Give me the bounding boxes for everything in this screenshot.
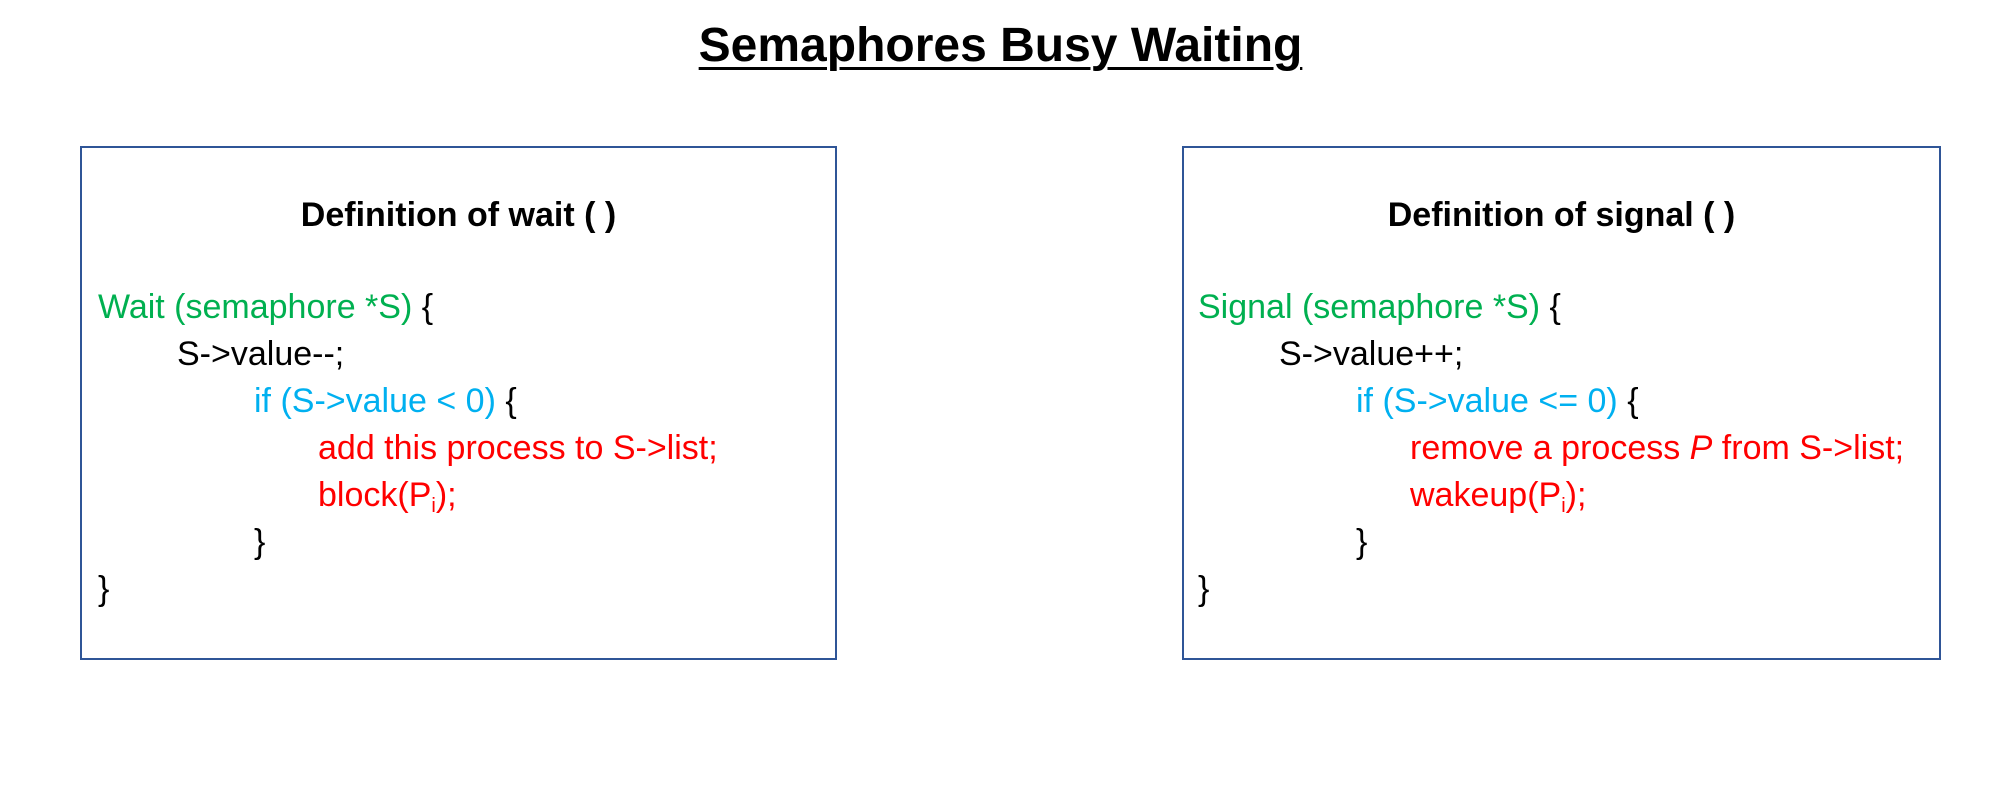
signal-increment-line: S->value++; <box>1279 335 1464 373</box>
wait-condition-brace: { <box>495 382 517 420</box>
wait-definition-panel: Definition of wait ( ) Wait (semaphore *… <box>80 146 837 660</box>
signal-wakeup-sub: i <box>1561 495 1566 517</box>
wait-block-suffix: ); <box>435 476 457 514</box>
signal-code-block: Signal (semaphore *S) { S->value++; if (… <box>1184 148 1939 658</box>
signal-open-brace: { <box>1540 288 1561 326</box>
wait-condition-line: if (S->value < 0) { <box>254 382 517 421</box>
signal-wakeup-prefix: wakeup(P <box>1410 476 1562 514</box>
wait-heading: Definition of wait ( ) <box>300 196 617 234</box>
wait-add-line: add this process to S->list; <box>318 429 718 467</box>
signal-signature: Signal (semaphore *S) <box>1198 288 1541 326</box>
signal-outer-close: } <box>1198 570 1210 608</box>
wait-block-sub: i <box>431 495 436 517</box>
signal-definition-panel: Definition of signal ( ) Signal (semapho… <box>1182 146 1941 660</box>
wait-signature: Wait (semaphore *S) <box>98 288 413 326</box>
signal-remove-var: P <box>1689 429 1713 467</box>
wait-header-line: Wait (semaphore *S) { <box>98 288 433 327</box>
signal-remove-line: remove a process P from S->list; <box>1410 429 1904 468</box>
signal-condition: if (S->value <= 0) <box>1356 382 1618 420</box>
signal-wakeup-suffix: ); <box>1565 476 1587 514</box>
signal-remove-suffix: from S->list; <box>1712 429 1905 467</box>
wait-code-block: Wait (semaphore *S) { S->value--; if (S-… <box>82 148 835 658</box>
signal-wakeup-line: wakeup(Pi); <box>1410 476 1586 518</box>
wait-block-line: block(Pi); <box>318 476 457 518</box>
wait-block-prefix: block(P <box>318 476 432 514</box>
wait-condition: if (S->value < 0) <box>254 382 496 420</box>
signal-remove-prefix: remove a process <box>1410 429 1690 467</box>
wait-inner-close: } <box>254 523 266 561</box>
slide-title: Semaphores Busy Waiting <box>698 19 1303 72</box>
signal-heading: Definition of signal ( ) <box>1387 196 1736 234</box>
wait-decrement-line: S->value--; <box>177 335 345 373</box>
wait-open-brace: { <box>412 288 434 326</box>
signal-condition-brace: { <box>1617 382 1639 420</box>
signal-inner-close: } <box>1356 523 1368 561</box>
wait-outer-close: } <box>98 570 110 608</box>
signal-condition-line: if (S->value <= 0) { <box>1356 382 1639 421</box>
signal-header-line: Signal (semaphore *S) { <box>1198 288 1561 327</box>
